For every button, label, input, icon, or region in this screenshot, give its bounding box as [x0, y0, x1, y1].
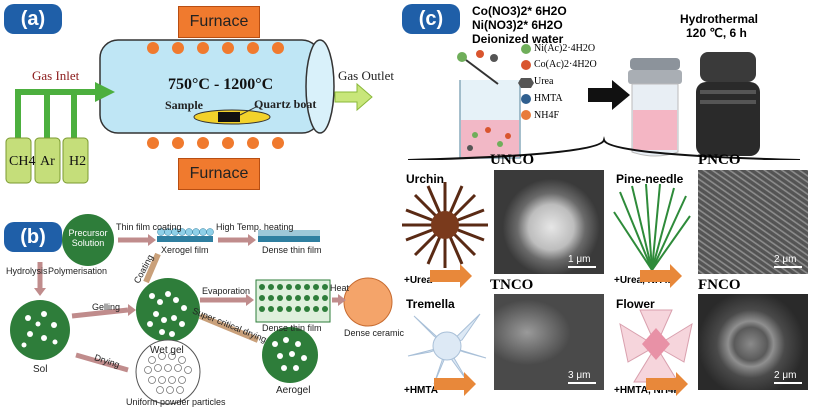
precursor-circle: [62, 214, 114, 266]
legend-nh4f: NH4F: [534, 110, 560, 121]
panel-c-setup: [407, 44, 801, 160]
panel-a-label: (a): [4, 4, 62, 34]
panel-a-diagram: [5, 39, 373, 184]
unco-scale: 1 μm: [568, 254, 591, 265]
cylinder-ch4: CH4: [9, 154, 36, 169]
cylinder-h2: H2: [69, 154, 87, 169]
precursor-label: Precursor Solution: [68, 228, 108, 248]
polymerisation-label: Polymerisation: [48, 266, 108, 276]
inlet-arrow: [95, 82, 115, 102]
dense-ceramic-label: Dense ceramic: [344, 328, 405, 338]
tnco-code: TNCO: [490, 277, 534, 293]
outlet-arrow: [334, 82, 373, 112]
fnco-scale: 2 μm: [774, 370, 797, 381]
flower-illustration: [619, 309, 693, 383]
sample: [218, 112, 240, 122]
hydrolysis-label: Hydrolysis: [6, 266, 48, 276]
legend-urea: Urea: [534, 76, 554, 87]
pnco-code: PNCO: [698, 152, 741, 168]
wet-gel-label: Wet gel: [150, 345, 184, 356]
temperature-label: 750°C - 1200°C: [168, 76, 274, 93]
high-temp-label: High Temp. heating: [216, 222, 294, 232]
evaporation-label: Evaporation: [202, 286, 251, 296]
urchin-label: Urchin: [406, 172, 445, 186]
quartz-boat-label: Quartz boat: [254, 97, 317, 111]
pine-needle-label: Pine-needle: [616, 172, 684, 186]
panel-b-label: (b): [4, 222, 62, 252]
gelling-label: Gelling: [92, 302, 121, 312]
unco-sem-image: 1 μm: [494, 170, 604, 274]
thin-film-coating-label: Thin film coating: [116, 222, 182, 232]
aerogel-label: Aerogel: [276, 385, 311, 396]
gas-outlet-label: Gas Outlet: [338, 68, 394, 83]
pnco-scale: 2 μm: [774, 254, 797, 265]
urchin-illustration: [402, 182, 488, 268]
panel-b-diagram: [10, 214, 393, 405]
legend-ni: Ni(Ac)2·4H2O: [534, 43, 596, 54]
heater-dots-top: [147, 42, 284, 54]
reagent-3: Deionized water: [472, 32, 564, 46]
pnco-sem-image: 2 μm: [698, 170, 808, 274]
unco-code: UNCO: [490, 152, 535, 168]
tremella-additive: +HMTA: [404, 385, 438, 396]
sol-circle: [10, 300, 70, 360]
flower-additive: +HMTA, NH4F: [614, 385, 680, 396]
dense-thin-film-mid-label: Dense thin film: [262, 323, 322, 333]
gas-inlet-label: Gas Inlet: [32, 68, 80, 83]
legend-hmta: HMTA: [534, 93, 563, 104]
powder-circle: [135, 339, 201, 405]
sol-label: Sol: [33, 364, 48, 375]
urchin-additive: +Urea: [404, 275, 433, 286]
dense-ceramic-circle: [343, 277, 393, 327]
flower-label: Flower: [616, 297, 655, 311]
tnco-sem-image: 3 μm: [494, 294, 604, 390]
heat-label: Heat: [330, 283, 350, 293]
additive-arrows: [430, 264, 688, 396]
hydrothermal-label: Hydrothermal: [680, 12, 759, 26]
gas-cylinders: [5, 137, 89, 184]
tnco-scale: 3 μm: [568, 370, 591, 381]
tremella-label: Tremella: [406, 297, 455, 311]
xerogel-film-label: Xerogel film: [161, 245, 209, 255]
reagent-2: Ni(NO3)2* 6H2O: [472, 18, 563, 32]
pine-needle-illustration: [613, 183, 691, 271]
furnace-top: Furnace: [178, 6, 260, 38]
dense-thin-film-top-label: Dense thin film: [262, 245, 322, 255]
panel-c-label: (c): [402, 4, 460, 34]
fnco-sem-image: 2 μm: [698, 294, 808, 390]
furnace-bottom: Furnace: [178, 158, 260, 190]
sample-label: Sample: [165, 98, 204, 112]
cylinder-ar: Ar: [40, 154, 55, 169]
tremella-illustration: [407, 313, 487, 385]
wet-gel-circle: [136, 278, 200, 342]
legend-co: Co(Ac)2·4H2O: [534, 59, 597, 70]
heater-dots-bottom: [147, 137, 284, 149]
fnco-code: FNCO: [698, 277, 741, 293]
tube-end: [305, 39, 335, 134]
reagent-1: Co(NO3)2* 6H2O: [472, 4, 567, 18]
condition-label: 120 ℃, 6 h: [686, 26, 747, 40]
uniform-powder-label: Uniform powder particles: [126, 397, 226, 407]
